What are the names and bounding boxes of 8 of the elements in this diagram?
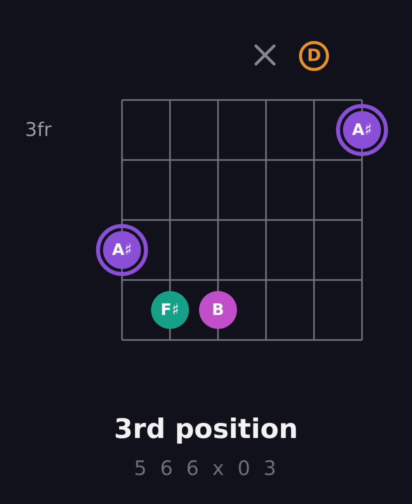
root-note-dot: A♯: [96, 224, 148, 276]
note-dot: F♯: [151, 291, 189, 329]
open-string-marker: D: [299, 41, 329, 71]
fingering-text: 5 6 6 x 0 3: [134, 458, 280, 478]
root-note-dot: A♯: [336, 104, 388, 156]
position-title: 3rd position: [114, 416, 298, 443]
note-dot: B: [199, 291, 237, 329]
fret-number: 3fr: [25, 121, 52, 140]
